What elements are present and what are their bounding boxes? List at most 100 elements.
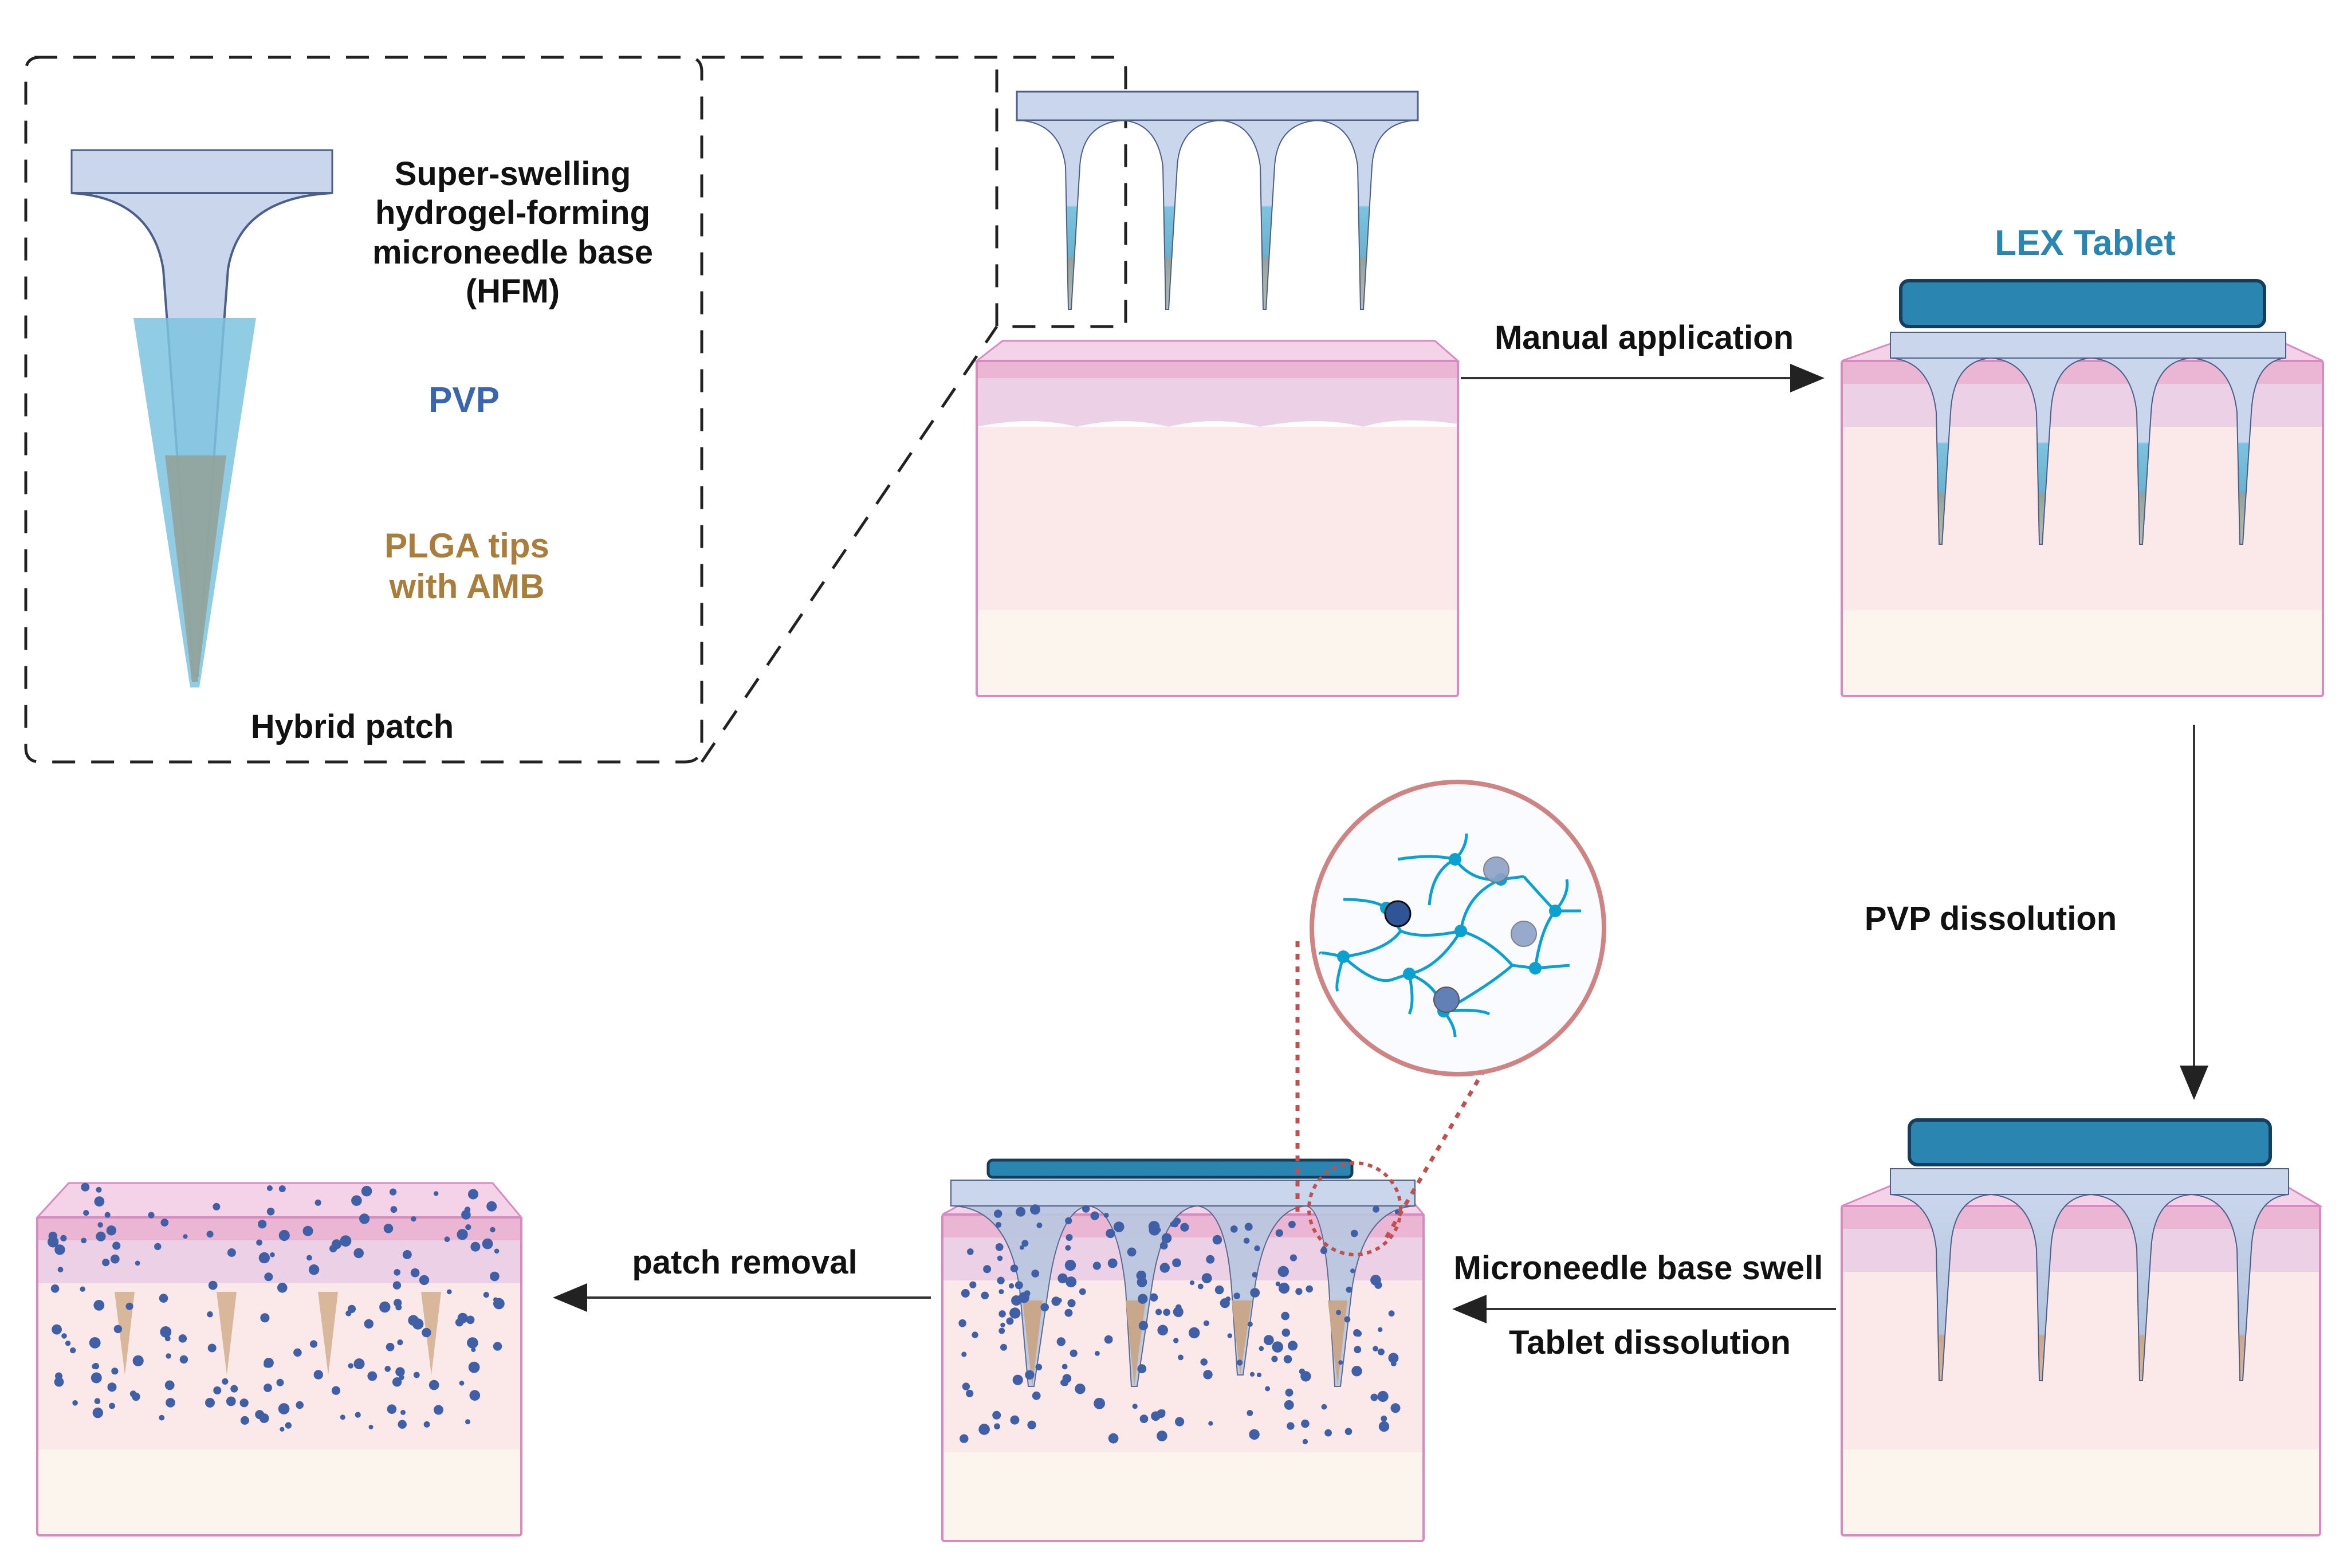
drug-particle bbox=[1137, 1277, 1147, 1288]
drug-particle bbox=[1106, 1228, 1115, 1239]
drug-particle bbox=[213, 1202, 221, 1211]
drug-particle bbox=[494, 1248, 500, 1254]
drug-particle bbox=[457, 1312, 468, 1323]
drug-particle bbox=[995, 1221, 1002, 1228]
drug-particle bbox=[1065, 1217, 1072, 1224]
drug-particle bbox=[1108, 1433, 1119, 1444]
drug-particle bbox=[967, 1248, 974, 1255]
drug-particle bbox=[1281, 1311, 1289, 1321]
drug-particle bbox=[408, 1315, 419, 1326]
drug-particle bbox=[466, 1315, 475, 1325]
swell-label-1: Microneedle base swell bbox=[1453, 1249, 1823, 1287]
drug-particle bbox=[264, 1358, 274, 1368]
drug-particle bbox=[386, 1342, 395, 1351]
patch-removal-label: patch removal bbox=[632, 1244, 858, 1281]
drug-particle bbox=[1062, 1363, 1068, 1370]
drug-particle bbox=[308, 1264, 320, 1275]
drug-particle bbox=[239, 1398, 249, 1408]
drug-particle bbox=[490, 1271, 500, 1282]
drug-particle bbox=[132, 1392, 140, 1401]
drug-particle bbox=[434, 1405, 443, 1415]
drug-particle bbox=[1214, 1285, 1224, 1295]
drug-particle bbox=[92, 1362, 100, 1370]
drug-particle bbox=[361, 1185, 372, 1197]
drug-particle bbox=[969, 1281, 977, 1288]
drug-particle bbox=[1338, 1360, 1343, 1365]
drug-particle bbox=[1247, 1410, 1253, 1416]
drug-particle bbox=[208, 1280, 218, 1290]
drug-particle bbox=[1012, 1374, 1023, 1385]
drug-particle bbox=[92, 1407, 103, 1418]
arrow-manual-application bbox=[1461, 364, 1825, 392]
drug-particle bbox=[264, 1272, 273, 1282]
drug-particle bbox=[468, 1189, 478, 1200]
drug-particle bbox=[493, 1342, 502, 1351]
drug-particle bbox=[81, 1237, 87, 1244]
drug-particle bbox=[1009, 1283, 1015, 1289]
hfm-label: Super-swelling hydrogel-forming micronee… bbox=[344, 155, 682, 312]
drug-particle bbox=[1265, 1386, 1271, 1392]
drug-particle bbox=[998, 1327, 1005, 1334]
drug-particle bbox=[962, 1382, 970, 1390]
drug-particle bbox=[1176, 1304, 1182, 1311]
drug-particle bbox=[340, 1414, 345, 1420]
drug-particle bbox=[1249, 1371, 1255, 1377]
drug-particle bbox=[1024, 1290, 1031, 1297]
drug-particle bbox=[1027, 1420, 1036, 1429]
drug-particle bbox=[998, 1289, 1004, 1295]
drug-particle bbox=[1212, 1235, 1222, 1245]
drug-particle bbox=[1178, 1354, 1184, 1361]
drug-particle bbox=[994, 1423, 1000, 1430]
drug-particle bbox=[135, 1260, 140, 1266]
drug-particle bbox=[1373, 1346, 1379, 1352]
drug-particle bbox=[469, 1390, 481, 1401]
drug-particle bbox=[1161, 1233, 1172, 1244]
drug-particle bbox=[1075, 1384, 1086, 1394]
drug-particle bbox=[81, 1182, 90, 1192]
drug-particle bbox=[1000, 1322, 1005, 1328]
drug-particle bbox=[213, 1386, 222, 1394]
drug-particle bbox=[1320, 1247, 1328, 1255]
drug-particle bbox=[65, 1341, 71, 1346]
drug-particle bbox=[1180, 1223, 1189, 1232]
drug-particle bbox=[1249, 1429, 1260, 1440]
drug-particle bbox=[1157, 1325, 1168, 1336]
drug-particle bbox=[1090, 1211, 1099, 1220]
drug-particle bbox=[394, 1299, 402, 1307]
drug-particle bbox=[465, 1224, 471, 1231]
drug-particle bbox=[331, 1239, 342, 1249]
drug-particle bbox=[293, 1348, 302, 1357]
drug-particle bbox=[160, 1219, 169, 1227]
drug-particle bbox=[1390, 1403, 1401, 1413]
drug-particle bbox=[280, 1426, 285, 1432]
drug-particle bbox=[1031, 1270, 1040, 1278]
drug-particle bbox=[1035, 1363, 1043, 1371]
drug-particle bbox=[1082, 1205, 1090, 1213]
drug-particle bbox=[1263, 1335, 1274, 1346]
drug-particle bbox=[399, 1374, 404, 1381]
drug-particle bbox=[1208, 1421, 1213, 1426]
manual-application-label: Manual application bbox=[1494, 319, 1794, 356]
drug-particles-4 bbox=[958, 1204, 1401, 1445]
drug-particle bbox=[164, 1380, 175, 1390]
drug-particle bbox=[83, 1210, 89, 1216]
drug-particle bbox=[1058, 1276, 1066, 1283]
drug-particle bbox=[1284, 1400, 1294, 1410]
drug-particle bbox=[1275, 1229, 1283, 1237]
drug-particle bbox=[72, 1400, 78, 1406]
drug-particle bbox=[54, 1377, 64, 1387]
drug-particle bbox=[353, 1358, 365, 1370]
drug-particle bbox=[1225, 1296, 1231, 1302]
drug-particle bbox=[1350, 1268, 1355, 1274]
drug-particle bbox=[1189, 1327, 1200, 1339]
drug-particle bbox=[983, 1265, 992, 1274]
drug-particle bbox=[395, 1367, 405, 1377]
drug-particle bbox=[1127, 1247, 1137, 1257]
drug-particle bbox=[397, 1339, 403, 1346]
drug-particle bbox=[379, 1301, 391, 1313]
drug-particle bbox=[264, 1384, 272, 1392]
drug-particle bbox=[112, 1241, 121, 1250]
drug-particle bbox=[154, 1243, 162, 1251]
drug-particle bbox=[1271, 1355, 1278, 1362]
drug-particle bbox=[1000, 1343, 1007, 1351]
